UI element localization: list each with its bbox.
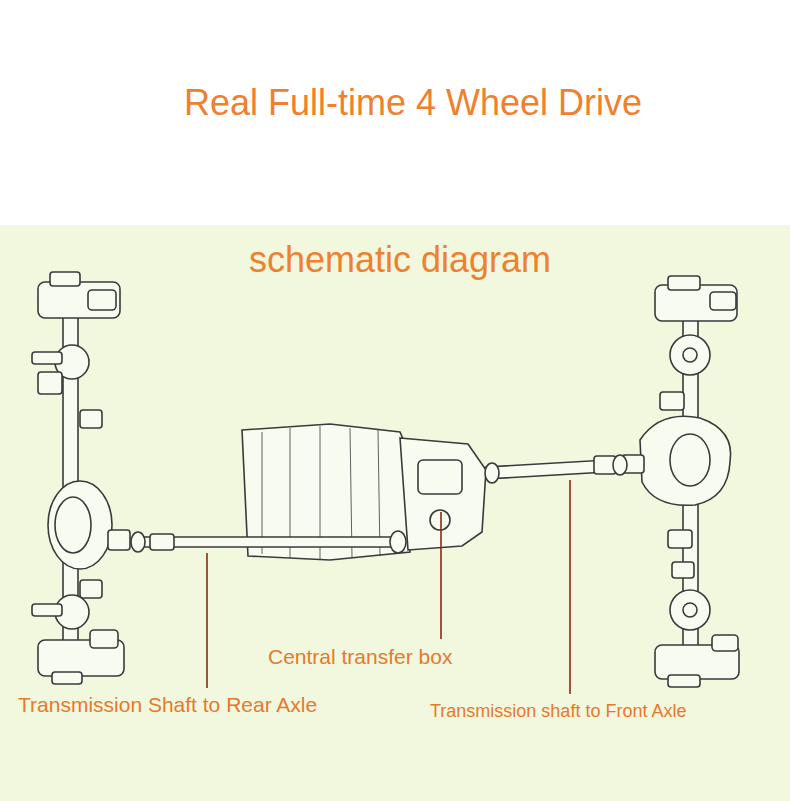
leader-line: [440, 512, 442, 639]
part-label: Central transfer box: [268, 644, 452, 669]
transfer-box-cover: [418, 460, 462, 494]
differential-cover: [670, 434, 710, 486]
differential-cover: [55, 497, 91, 553]
hub-bracket: [668, 675, 700, 687]
brake-caliper: [712, 635, 738, 651]
hub-bracket: [668, 276, 700, 290]
mount-bracket: [668, 530, 692, 548]
pinion-flange: [108, 530, 130, 550]
universal-joint: [390, 531, 406, 553]
section-heading: schematic diagram: [249, 238, 551, 281]
diagram-title: Real Full-time 4 Wheel Drive: [184, 81, 642, 124]
hub-bracket: [50, 272, 80, 286]
universal-joint: [131, 532, 145, 552]
transfer-box-housing: [400, 438, 486, 550]
rear-axle: [32, 272, 130, 684]
rear-differential: [48, 481, 112, 569]
mount-bracket: [32, 604, 62, 616]
slip-yoke: [150, 534, 174, 550]
brake-disc: [670, 335, 710, 375]
universal-joint: [485, 463, 499, 483]
part-label: Transmission shaft to Front Axle: [430, 701, 686, 723]
mount-bracket: [80, 580, 102, 598]
part-label: Transmission Shaft to Rear Axle: [18, 692, 317, 717]
disc-center: [683, 603, 697, 617]
mount-bracket: [660, 392, 684, 410]
wheel-hub: [38, 282, 120, 318]
universal-joint: [613, 455, 627, 475]
leader-line: [206, 553, 208, 688]
panel-background: [0, 225, 790, 801]
brake-caliper: [88, 290, 116, 310]
brake-caliper: [90, 630, 118, 648]
propeller-shafts: [131, 455, 627, 553]
mount-bracket: [38, 372, 62, 394]
disc-center: [683, 348, 697, 362]
mount-bracket: [80, 410, 102, 428]
transfer-box-boss: [430, 510, 450, 530]
front-axle: [622, 276, 739, 687]
brake-disc: [670, 590, 710, 630]
mount-bracket: [32, 352, 62, 364]
front-differential: [640, 416, 731, 505]
mount-bracket: [672, 562, 694, 578]
hub-bracket: [52, 672, 82, 684]
leader-lines: [207, 480, 570, 694]
leader-line: [569, 480, 571, 694]
brake-caliper: [710, 292, 736, 310]
